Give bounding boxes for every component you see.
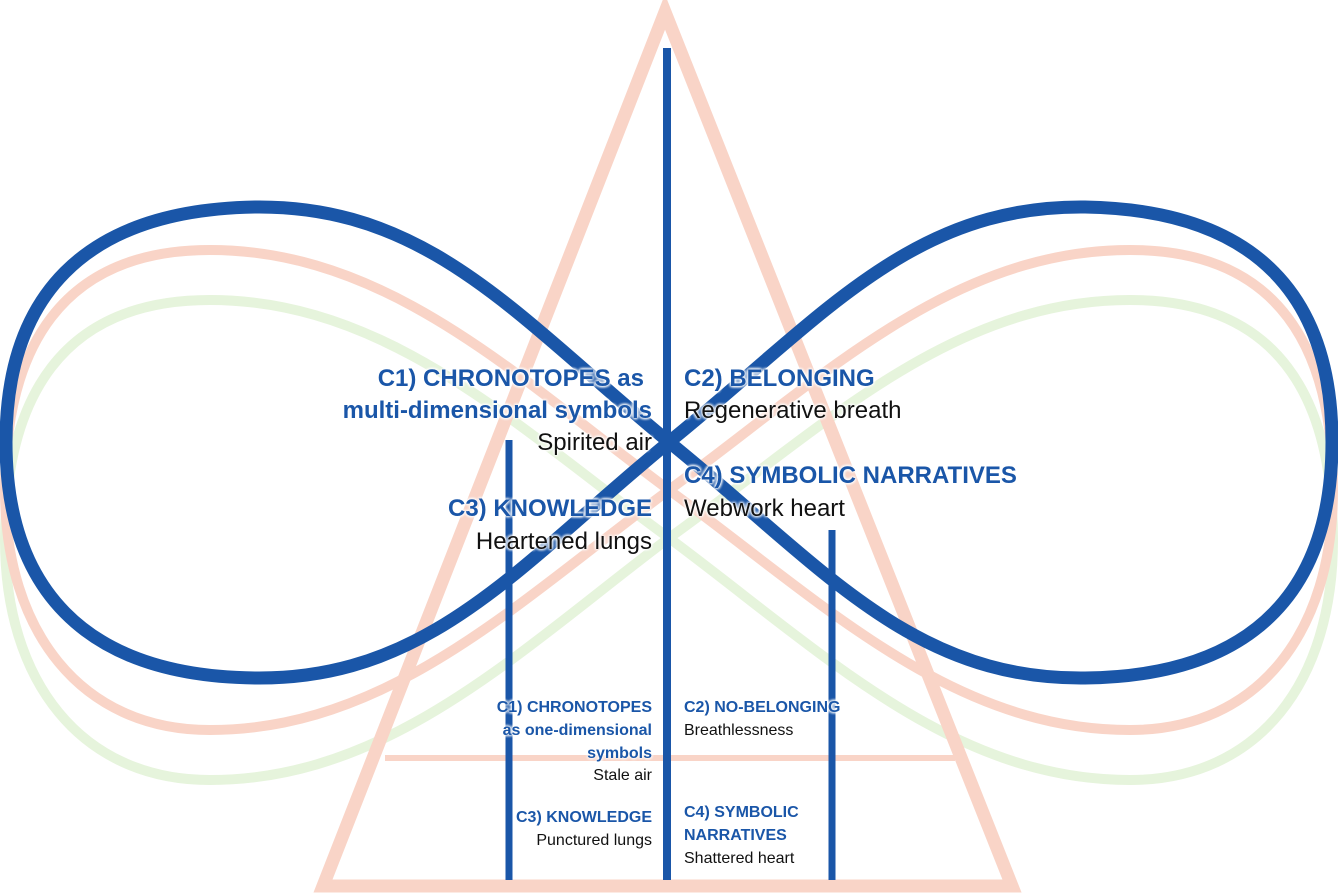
lower-c4-subtitle: Shattered heart [684, 850, 795, 867]
upper-c3-subtitle: Heartened lungs [475, 528, 652, 555]
lower-c1-title-line1: C1) CHRONOTOPES [496, 699, 652, 716]
lower-c2-subtitle: Breathlessness [684, 722, 794, 739]
lower-c4-title-line2: NARRATIVES [684, 827, 787, 844]
lower-c2-title: C2) NO-BELONGING [684, 699, 841, 716]
upper-c4-title: C4) SYMBOLIC NARRATIVES [684, 462, 1017, 489]
lower-c3-title: C3) KNOWLEDGE [516, 809, 652, 826]
upper-c1-title-line2: multi-dimensional symbols [342, 397, 652, 424]
lower-c3-subtitle: Punctured lungs [536, 832, 652, 849]
upper-c4-subtitle: Webwork heart [684, 495, 845, 522]
upper-c3-title: C3) KNOWLEDGE [448, 495, 652, 522]
upper-c2-subtitle: Regenerative breath [684, 397, 902, 424]
upper-c1-title-line1: C1) CHRONOTOPES as [377, 365, 644, 392]
lower-c1-title-line3: symbols [587, 745, 652, 762]
salmon-triangle [313, 0, 1022, 893]
lower-c4-title-line1: C4) SYMBOLIC [684, 804, 799, 821]
upper-c1-subtitle: Spirited air [537, 429, 652, 456]
lower-c1-subtitle: Stale air [593, 767, 652, 784]
lower-c1-title-line2: as one-dimensional [502, 722, 652, 739]
upper-c2-title: C2) BELONGING [684, 365, 875, 392]
